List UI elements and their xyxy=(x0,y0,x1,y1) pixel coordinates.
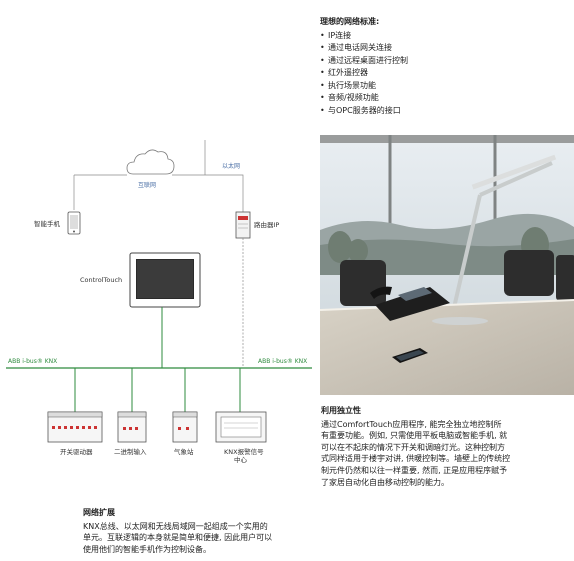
router-icon xyxy=(235,211,251,239)
expansion-line: KNX总线、以太网和无线局域网一起组成一个实用的 xyxy=(83,521,268,531)
cloud-icon xyxy=(126,149,175,175)
ethernet-lines xyxy=(73,140,244,212)
expansion-title: 网络扩展 xyxy=(83,508,115,517)
weather-station-icon xyxy=(172,411,198,443)
device4-label-line1: KNX报警信号 xyxy=(224,447,264,456)
feature-item: 红外遥控器 xyxy=(320,67,570,80)
network-diagram: 互联网 以太网 智能手机 路由器IP ControlTouch ABB i-bu… xyxy=(6,140,312,464)
bus-left-label: ABB i-bus® KNX xyxy=(8,358,57,365)
expansion-line: 使用他们的智能手机作为控制设备。 xyxy=(83,544,211,554)
feature-list: 理想的网络标准: IP连接 通过电话网关连接 通过远程桌面进行控制 红外遥控器 … xyxy=(320,16,570,117)
independence-line: 式同样适用于楼宇对讲, 供暖控制等。墙壁上的传统控 xyxy=(321,454,511,464)
expansion-section: 网络扩展 KNX总线、以太网和无线局域网一起组成一个实用的 单元。互联逻辑的本身… xyxy=(83,507,318,555)
independence-line: 可以在不起床的情况下开关和调暗灯光。这种控制方 xyxy=(321,442,505,452)
feature-list-title: 理想的网络标准: xyxy=(320,17,380,26)
smartphone-label: 智能手机 xyxy=(34,219,61,228)
feature-item: 通过电话网关连接 xyxy=(320,42,570,55)
controltouch-panel xyxy=(129,252,201,308)
smartphone-image xyxy=(392,348,428,363)
independence-line: 有重要功能。例如, 只需使用平板电脑或智能手机, 就 xyxy=(321,431,508,441)
independence-line: 制元件仍然和以往一样重要, 然而, 正是应用程序赋予 xyxy=(321,465,508,475)
smartphone-icon xyxy=(67,211,81,235)
feature-item: 与OPC服务器的接口 xyxy=(320,105,570,118)
feature-item: IP连接 xyxy=(320,30,570,43)
independence-title: 利用独立性 xyxy=(321,406,361,415)
feature-item: 执行场景功能 xyxy=(320,80,570,93)
device2-label: 二进制输入 xyxy=(114,447,147,456)
cloud-label: 互联网 xyxy=(138,181,156,189)
device1-label: 开关驱动器 xyxy=(60,447,93,456)
panel-label: ControlTouch xyxy=(80,276,122,284)
feature-item: 通过远程桌面进行控制 xyxy=(320,55,570,68)
binary-input-icon xyxy=(117,411,147,443)
switch-actuator-icon xyxy=(47,411,103,443)
independence-line: 通过ComfortTouch应用程序, 能完全独立地控制所 xyxy=(321,419,502,429)
bus-right-label: ABB i-bus® KNX xyxy=(258,358,307,365)
router-label: 路由器IP xyxy=(254,220,279,229)
lamp-image xyxy=(448,154,557,326)
desk-phone-image xyxy=(370,286,450,321)
device3-label: 气象站 xyxy=(174,447,194,456)
device4-label-line2: 中心 xyxy=(234,455,248,464)
ethernet-label: 以太网 xyxy=(222,162,240,170)
alarm-center-icon xyxy=(215,411,267,443)
feature-item: 音频/视频功能 xyxy=(320,92,570,105)
expansion-line: 单元。互联逻辑的本身就是简单和便捷, 因此用户可以 xyxy=(83,533,273,543)
feature-items: IP连接 通过电话网关连接 通过远程桌面进行控制 红外遥控器 执行场景功能 音频… xyxy=(320,30,570,118)
office-photo xyxy=(320,135,574,395)
independence-line: 了家居自动化自由移动控制的能力。 xyxy=(321,477,449,487)
device-drops xyxy=(74,368,241,412)
independence-section: 利用独立性 通过ComfortTouch应用程序, 能完全独立地控制所 有重要功… xyxy=(321,405,571,488)
